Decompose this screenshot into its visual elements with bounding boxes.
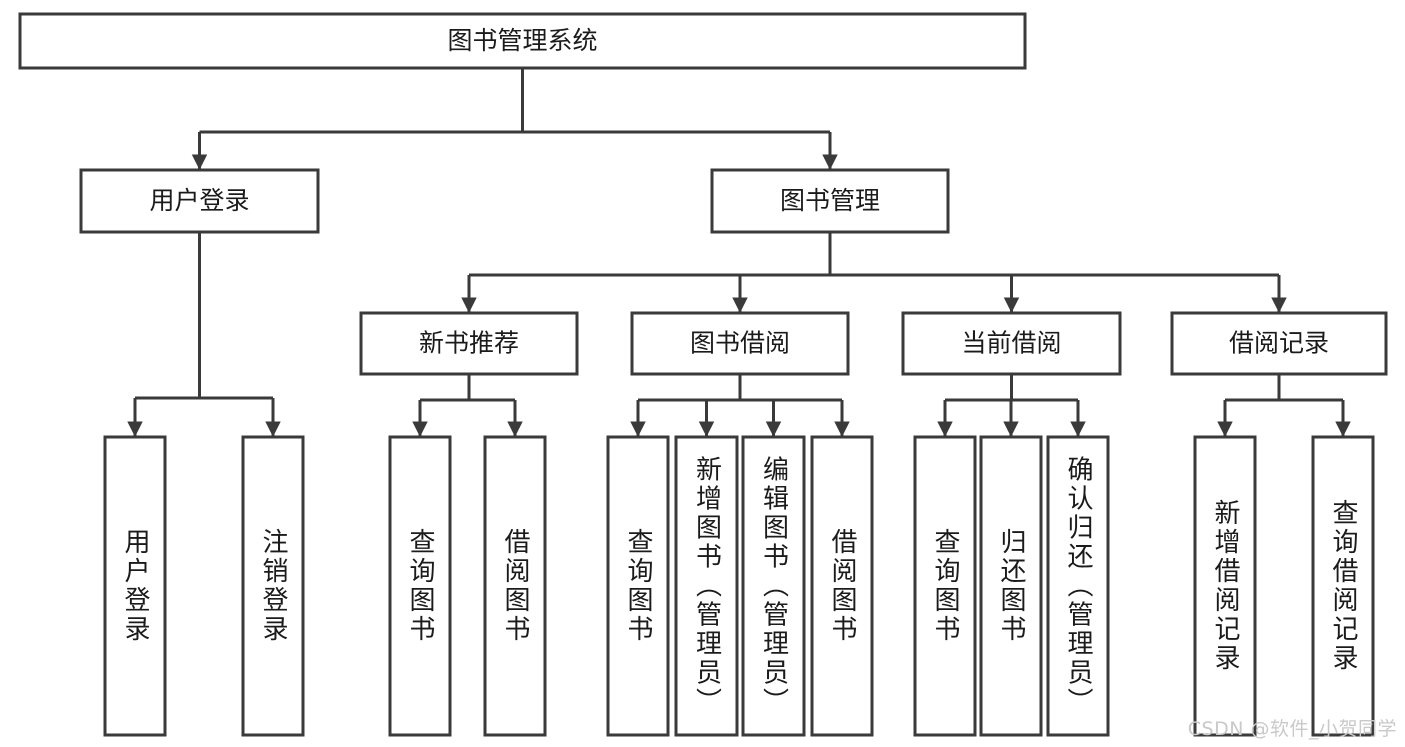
node-label: 借阅记录: [1229, 329, 1329, 358]
node-label: 新书推荐: [419, 329, 519, 358]
node-label: 图书管理系统: [447, 26, 597, 55]
node-label: 新增图书（管理员）: [692, 455, 722, 716]
leaf-node-新增借阅记录[interactable]: 新增借阅记录: [1193, 435, 1257, 737]
node-box: [1170, 311, 1388, 376]
node-label: 确认归还（管理员）: [1063, 455, 1093, 716]
root-node-图书管理系统[interactable]: 图书管理系统: [18, 12, 1027, 70]
node-box: [741, 435, 806, 737]
node-label: 归还图书: [996, 528, 1026, 644]
leaf-node-编辑图书管理员[interactable]: 编辑图书（管理员）: [741, 435, 806, 737]
leaf-node-查询图书[interactable]: 查询图书: [913, 435, 977, 737]
node-label: 当前借阅: [961, 329, 1061, 358]
node-box: [810, 435, 874, 737]
node-box: [241, 435, 305, 737]
leaf-node-查询图书[interactable]: 查询图书: [606, 435, 670, 737]
node-label: 借阅图书: [500, 528, 530, 644]
leaf-node-用户登录[interactable]: 用户登录: [103, 435, 167, 737]
node-box: [483, 435, 547, 737]
node-box: [710, 168, 950, 234]
node-box: [103, 435, 167, 737]
node-label: 编辑图书（管理员）: [759, 455, 789, 716]
node-label: 新增借阅记录: [1210, 499, 1240, 673]
leaf-node-查询借阅记录[interactable]: 查询借阅记录: [1311, 435, 1375, 737]
level2-node-用户登录[interactable]: 用户登录: [79, 168, 320, 234]
node-label: 用户登录: [149, 186, 249, 215]
node-label: 图书管理: [780, 186, 880, 215]
node-box: [979, 435, 1043, 737]
node-box: [79, 168, 320, 234]
level3-node-当前借阅[interactable]: 当前借阅: [901, 311, 1122, 376]
level2-node-图书管理[interactable]: 图书管理: [710, 168, 950, 234]
node-box: [359, 311, 579, 376]
node-box: [1193, 435, 1257, 737]
node-box: [388, 435, 452, 737]
node-box: [630, 311, 850, 376]
level3-node-借阅记录[interactable]: 借阅记录: [1170, 311, 1388, 376]
leaf-node-注销登录[interactable]: 注销登录: [241, 435, 305, 737]
node-label: 查询图书: [623, 528, 653, 644]
node-label: 图书借阅: [690, 329, 790, 358]
nodes-layer: 图书管理系统用户登录图书管理新书推荐图书借阅当前借阅借阅记录用户登录注销登录查询…: [18, 12, 1388, 737]
level3-node-图书借阅[interactable]: 图书借阅: [630, 311, 850, 376]
leaf-node-借阅图书[interactable]: 借阅图书: [810, 435, 874, 737]
level3-node-新书推荐[interactable]: 新书推荐: [359, 311, 579, 376]
node-label: 查询图书: [930, 528, 960, 644]
node-label: 查询图书: [405, 528, 435, 644]
node-box: [1046, 435, 1110, 737]
node-box: [901, 311, 1122, 376]
leaf-node-归还图书[interactable]: 归还图书: [979, 435, 1043, 737]
node-box: [913, 435, 977, 737]
edges-layer: [127, 68, 1351, 437]
node-box: [18, 12, 1027, 70]
node-label: 借阅图书: [827, 528, 857, 644]
node-label: 注销登录: [258, 528, 288, 644]
leaf-node-新增图书管理员[interactable]: 新增图书（管理员）: [674, 435, 739, 737]
node-box: [606, 435, 670, 737]
leaf-node-查询图书[interactable]: 查询图书: [388, 435, 452, 737]
node-box: [674, 435, 739, 737]
leaf-node-借阅图书[interactable]: 借阅图书: [483, 435, 547, 737]
node-box: [1311, 435, 1375, 737]
node-label: 查询借阅记录: [1328, 499, 1358, 673]
node-label: 用户登录: [120, 528, 150, 644]
leaf-node-确认归还管理员[interactable]: 确认归还（管理员）: [1046, 435, 1110, 737]
